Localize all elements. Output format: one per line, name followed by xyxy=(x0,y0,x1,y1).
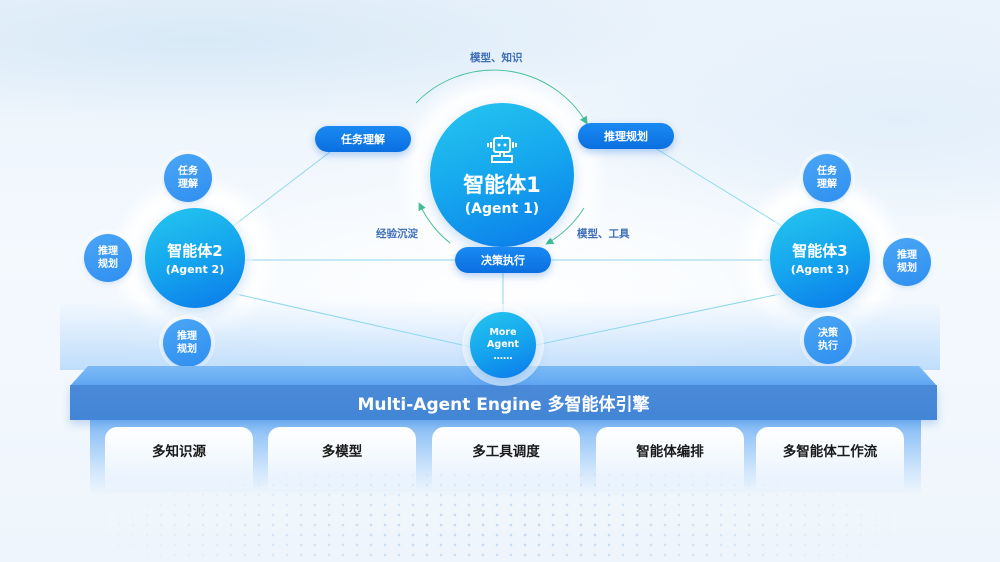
arc-label-model-tools: 模型、工具 xyxy=(577,228,630,240)
more-agent-line1: More xyxy=(489,327,517,338)
subnode-text: 任务 xyxy=(817,166,837,177)
capability-label: 多知识源 xyxy=(152,444,206,460)
more-agent-node[interactable]: More Agent …… xyxy=(470,312,536,378)
more-agent-line2: Agent xyxy=(487,339,519,350)
engine-title-bar: Multi-Agent Engine 多智能体引擎 xyxy=(70,385,937,420)
subnode-text: 规划 xyxy=(177,344,197,355)
agent2-subnode-task[interactable]: 任务 理解 xyxy=(164,154,212,202)
subnode-text: 理解 xyxy=(817,179,837,190)
agent3-node[interactable]: 智能体3 (Agent 3) xyxy=(770,208,870,308)
agent1-subtitle: (Agent 1) xyxy=(464,201,540,217)
robot-icon xyxy=(487,135,517,163)
capability-card-orchestration[interactable]: 智能体编排 xyxy=(596,427,744,489)
subnode-text: 推理 xyxy=(98,246,118,257)
pill-decision-execution[interactable]: 决策执行 xyxy=(455,247,551,273)
agent1-node[interactable]: 智能体1 (Agent 1) xyxy=(430,103,574,247)
agent2-subtitle: (Agent 2) xyxy=(165,263,225,276)
agent3-name: 智能体3 xyxy=(792,242,848,260)
capability-card-workflow[interactable]: 多智能体工作流 xyxy=(756,427,904,489)
subnode-text: 推理 xyxy=(177,331,197,342)
subnode-text: 理解 xyxy=(178,179,198,190)
subnode-text: 任务 xyxy=(178,166,198,177)
pill-reasoning-planning[interactable]: 推理规划 xyxy=(578,123,674,149)
agent2-name: 智能体2 xyxy=(167,242,223,260)
capability-card-tools[interactable]: 多工具调度 xyxy=(432,427,580,489)
agent3-subnode-task[interactable]: 任务 理解 xyxy=(803,154,851,202)
subnode-text: 规划 xyxy=(98,259,118,270)
subnode-text: 推理 xyxy=(897,250,917,261)
subnode-text: 决策 xyxy=(818,328,838,339)
agent2-node[interactable]: 智能体2 (Agent 2) xyxy=(145,208,245,308)
capability-label: 多智能体工作流 xyxy=(782,444,878,460)
subnode-text: 规划 xyxy=(897,263,917,274)
agent2-subnode-plan-left[interactable]: 推理 规划 xyxy=(84,234,132,282)
capability-card-models[interactable]: 多模型 xyxy=(268,427,416,489)
agent3-subnode-plan[interactable]: 推理 规划 xyxy=(883,238,931,286)
capability-label: 智能体编排 xyxy=(636,444,704,460)
agent3-subtitle: (Agent 3) xyxy=(790,263,850,276)
agent2-subnode-plan-bottom[interactable]: 推理 规划 xyxy=(163,319,211,367)
engine-title: Multi-Agent Engine 多智能体引擎 xyxy=(357,395,650,415)
subnode-text: 执行 xyxy=(818,341,838,352)
agent1-name: 智能体1 xyxy=(463,173,541,197)
capability-card-knowledge[interactable]: 多知识源 xyxy=(105,427,253,489)
capability-label: 多工具调度 xyxy=(472,444,540,460)
capability-label: 多模型 xyxy=(321,444,363,460)
arc-label-model-knowledge: 模型、知识 xyxy=(470,52,523,64)
more-agent-ellipsis: …… xyxy=(493,351,513,362)
dot-grid-decoration xyxy=(0,470,1000,562)
pill-task-understanding[interactable]: 任务理解 xyxy=(315,126,411,152)
arc-label-experience: 经验沉淀 xyxy=(376,228,418,240)
agent3-subnode-exec[interactable]: 决策 执行 xyxy=(804,316,852,364)
